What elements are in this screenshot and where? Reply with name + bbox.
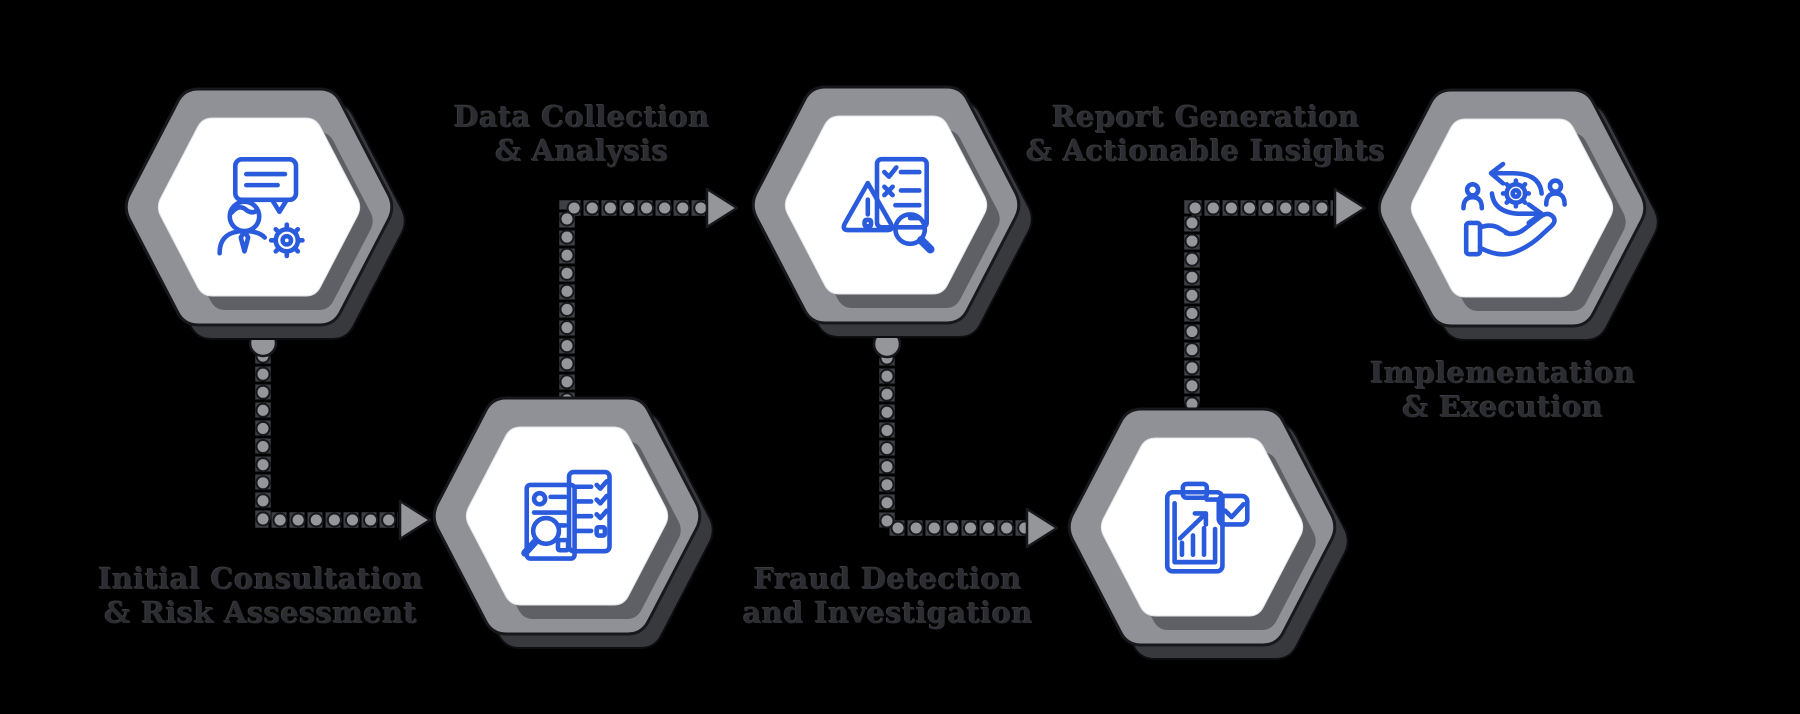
label-line: & Risk Assessment — [104, 596, 418, 630]
step-label-5: Implementation & Execution — [1370, 356, 1635, 424]
dotted-connector-4 — [1184, 200, 1341, 412]
step-hexagon-4 — [1054, 397, 1374, 687]
label-line: Fraud Detection — [753, 562, 1023, 596]
dotted-connector-2 — [561, 202, 711, 406]
hexagon-face — [157, 117, 361, 297]
arrow-right-icon — [1333, 187, 1367, 229]
warning-checklist-magnifier-icon — [841, 156, 935, 254]
dotted-connector-3 — [881, 352, 1031, 534]
step-hexagon-1 — [111, 77, 431, 367]
step-label-3: Fraud Detection and Investigation — [743, 562, 1033, 630]
dotted-connector-3 — [879, 350, 1033, 536]
dotted-connector-2 — [559, 200, 713, 408]
step-hexagon-5 — [1364, 78, 1684, 368]
consultation-person-chat-gear-icon — [217, 157, 305, 259]
label-line: and Investigation — [743, 596, 1033, 630]
arrow-right-icon — [1025, 507, 1059, 549]
label-line: Report Generation — [1052, 100, 1360, 134]
dotted-connector-1 — [255, 356, 398, 528]
clipboard-chart-check-icon — [1164, 481, 1250, 574]
label-line: Implementation — [1370, 356, 1636, 390]
step-label-2: Data Collection & Analysis — [454, 100, 710, 168]
label-line: Data Collection — [453, 100, 711, 134]
label-line: Initial Consultation — [98, 562, 424, 596]
arrow-right-icon — [398, 499, 432, 541]
dotted-connector-4 — [1186, 202, 1339, 410]
label-line: & Analysis — [495, 134, 669, 168]
dotted-connector-1 — [257, 350, 404, 526]
step-hexagon-3 — [738, 75, 1058, 365]
label-line: & Execution — [1402, 390, 1604, 424]
dotted-connector-1 — [255, 348, 406, 528]
hexagon-face — [784, 115, 988, 295]
hexagon-face — [1100, 437, 1304, 617]
step-label-4: Report Generation & Actionable Insights — [1026, 100, 1385, 168]
arrow-right-icon — [705, 187, 739, 229]
dotted-connector-2 — [559, 200, 705, 400]
dotted-connector-4 — [1184, 200, 1333, 404]
label-line: & Actionable Insights — [1026, 134, 1386, 168]
step-hexagon-2 — [419, 386, 739, 676]
step-label-1: Initial Consultation & Risk Assessment — [99, 562, 424, 630]
documents-checklist-magnifier-icon — [521, 469, 612, 561]
dotted-connector-3 — [879, 358, 1025, 536]
hexagon-face — [1410, 118, 1614, 298]
hand-cycle-gear-people-icon — [1461, 161, 1567, 257]
